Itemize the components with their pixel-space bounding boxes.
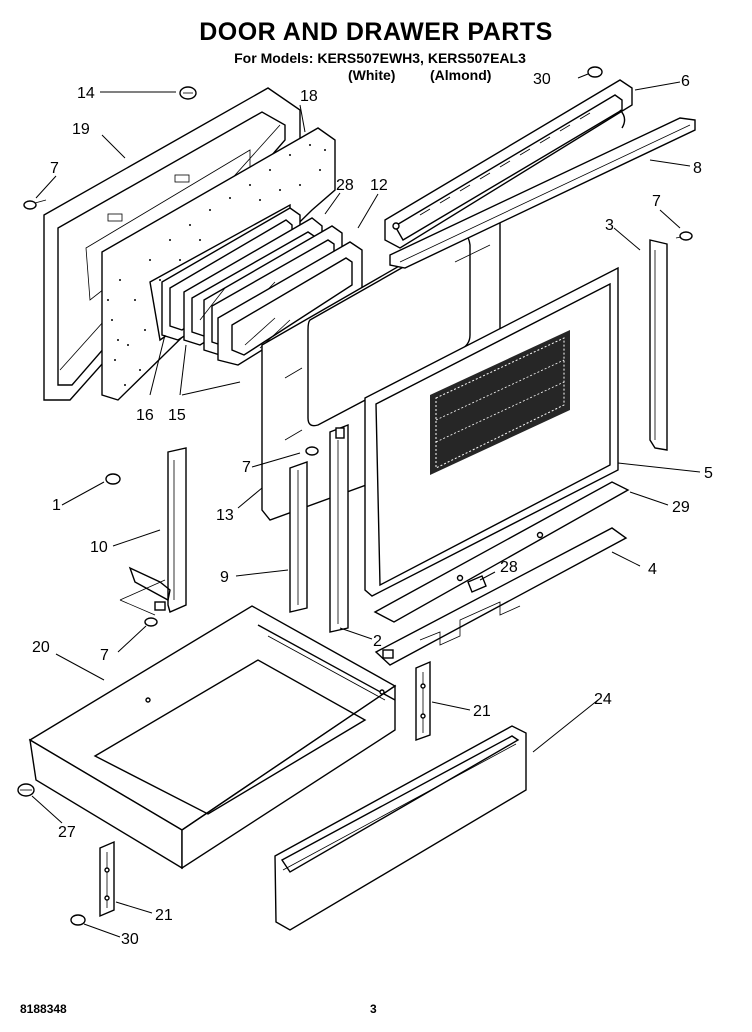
callout-10: 10 xyxy=(90,539,108,556)
callout-14: 14 xyxy=(77,85,95,102)
callout-12: 12 xyxy=(370,177,388,194)
callout-7-upper-left: 7 xyxy=(50,160,59,177)
callout-28-lower: 28 xyxy=(500,559,518,576)
callout-15: 15 xyxy=(168,407,186,424)
part-30-screw-top xyxy=(587,66,603,78)
callout-13: 13 xyxy=(216,507,234,524)
part-7-screw-middle xyxy=(305,446,319,456)
document-number: 8188348 xyxy=(20,1002,67,1016)
callout-3: 3 xyxy=(605,217,614,234)
callout-16: 16 xyxy=(136,407,154,424)
part-29-door-bottom-rail xyxy=(373,481,630,623)
callout-4: 4 xyxy=(648,561,657,578)
part-callouts: 14 19 18 30 6 8 28 12 7 7 3 16 15 7 5 1 … xyxy=(32,71,713,948)
part-7-screw-lower xyxy=(144,617,158,627)
part-8-door-handle xyxy=(389,117,696,269)
part-7-screw-upper-left xyxy=(23,199,47,210)
part-3-door-side-trim-right xyxy=(649,239,668,451)
callout-21-upper: 21 xyxy=(473,703,491,720)
callout-30-top: 30 xyxy=(533,71,551,88)
part-21-drawer-slide-upper xyxy=(415,660,431,741)
leader-lines xyxy=(31,73,701,938)
part-1-screw xyxy=(105,473,121,485)
part-5-outer-door-panel xyxy=(364,266,619,597)
callout-30-bottom: 30 xyxy=(121,931,139,948)
variant-almond: (Almond) xyxy=(430,67,492,83)
page-number: 3 xyxy=(370,1002,377,1016)
callout-19: 19 xyxy=(72,121,90,138)
models-line: For Models: KERS507EWH3, KERS507EAL3 xyxy=(234,50,526,66)
oven-window-mesh xyxy=(430,330,570,475)
part-2-door-side-trim-left xyxy=(329,423,349,633)
callout-1: 1 xyxy=(52,497,61,514)
variant-white: (White) xyxy=(348,67,396,83)
callout-21-lower: 21 xyxy=(155,907,173,924)
callout-24: 24 xyxy=(594,691,612,708)
callout-7-middle: 7 xyxy=(242,459,251,476)
part-10-drawer-side-bracket xyxy=(119,447,187,616)
callout-7-lower: 7 xyxy=(100,647,109,664)
callout-2: 2 xyxy=(373,633,382,650)
part-4-drawer-front-rail xyxy=(374,527,628,666)
part-27-drawer-stop xyxy=(17,783,35,797)
callout-6: 6 xyxy=(681,73,690,90)
part-30-screw-bottom xyxy=(70,914,86,926)
callout-27: 27 xyxy=(58,824,76,841)
callout-7-right: 7 xyxy=(652,193,661,210)
part-9-door-side-trim xyxy=(289,461,308,613)
callout-8: 8 xyxy=(693,160,702,177)
part-28-clip xyxy=(467,575,487,593)
callout-9: 9 xyxy=(220,569,229,586)
part-21-drawer-slide-lower xyxy=(99,840,115,918)
part-6-door-vent-trim xyxy=(384,79,633,249)
callout-20: 20 xyxy=(32,639,50,656)
part-14-screw xyxy=(179,86,197,100)
part-20-storage-drawer xyxy=(28,605,397,870)
callout-29: 29 xyxy=(672,499,690,516)
part-24-drawer-front-panel xyxy=(274,725,527,931)
page-title: DOOR AND DRAWER PARTS xyxy=(199,18,553,46)
callout-18: 18 xyxy=(300,88,318,105)
callout-28-upper: 28 xyxy=(336,177,354,194)
callout-5: 5 xyxy=(704,465,713,482)
part-7-screw-right xyxy=(675,231,693,241)
